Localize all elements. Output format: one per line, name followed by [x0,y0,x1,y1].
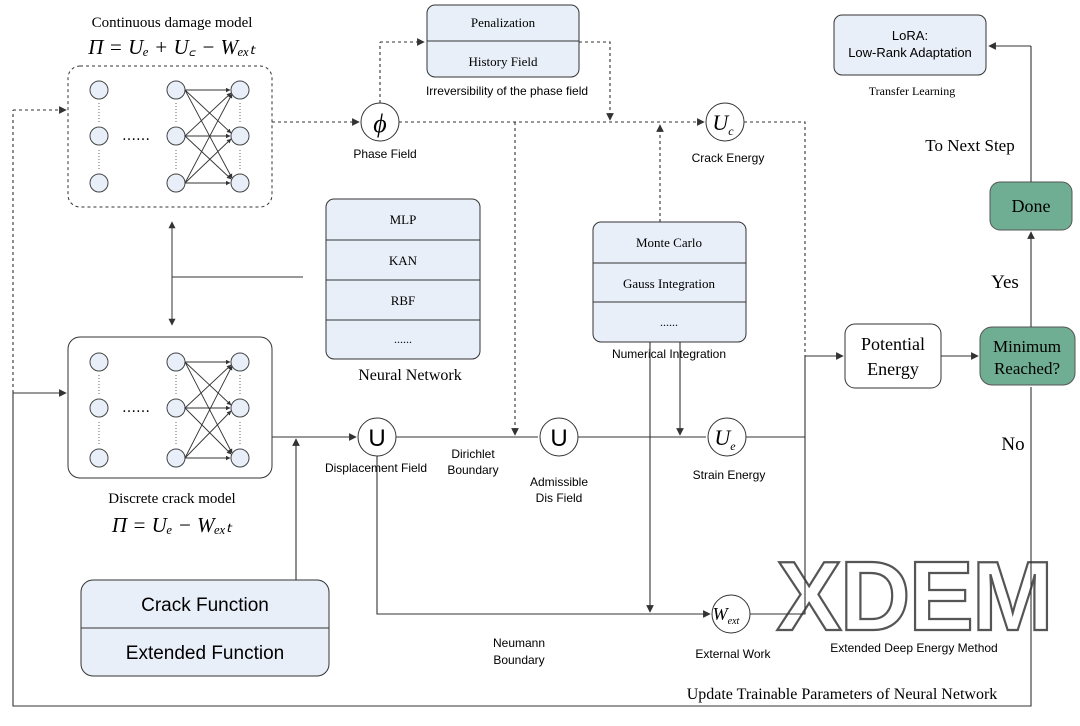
external-work-symbol: Wext [713,604,740,627]
neural-network-caption: Neural Network [358,367,462,384]
lora-box: LoRA: Low-Rank Adaptation [833,14,987,76]
admissible-symbol: U [550,425,567,452]
numerical-integration-caption: Numerical Integration [612,347,726,361]
penalization-label: Penalization [471,15,536,30]
solid-connectors [12,42,1035,707]
decision-line2: Reached? [994,359,1060,378]
discrete-model-formula: Π = Uₑ − Wₑₓₜ [111,513,233,537]
irreversibility-caption: Irreversibility of the phase field [426,84,588,98]
continuous-model-formula: Π = Uₑ + U꜀ − Wₑₓₜ [87,35,256,59]
discrete-dots: …… [122,400,150,416]
numerical-integration-box: Monte Carlo Gauss Integration ...... [592,221,747,343]
xdem-logo: XDEM [776,541,1051,651]
nn-item-mlp: MLP [390,212,417,227]
minimum-reached-decision: Minimum Reached? [979,326,1076,386]
nn-item-more: ...... [394,332,412,346]
discrete-vertical-dots [98,375,241,444]
discrete-model-box [67,336,273,479]
potential-energy-line1: Potential [861,334,925,354]
discrete-model-title: Discrete crack model [108,491,235,507]
yes-label: Yes [991,272,1019,293]
transfer-learning-caption: Transfer Learning [869,84,956,98]
continuous-network [89,80,250,193]
crack-function-label: Crack Function [141,595,269,616]
continuous-vertical-dots [98,103,241,169]
continuous-connections [184,87,233,186]
strain-energy-node: Ue [707,417,747,457]
numerical-more: ...... [660,315,678,329]
xdem-caption: Extended Deep Energy Method [830,641,997,655]
discrete-connections [184,359,233,461]
displacement-label: Displacement Field [325,461,427,475]
strain-energy-symbol: Ue [714,425,736,453]
external-work-label: External Work [695,647,771,661]
continuous-model-box [67,65,273,208]
neural-network-box: MLP KAN RBF ...... [325,198,481,360]
admissible-node: U [539,417,579,457]
decision-line1: Minimum [993,337,1061,356]
to-next-step-label: To Next Step [925,136,1014,155]
crack-function-box: Crack Function Extended Function [80,579,330,677]
phase-field-symbol: ϕ [373,109,386,138]
strain-energy-label: Strain Energy [693,468,766,482]
monte-carlo-label: Monte Carlo [636,235,702,250]
irreversibility-box: Penalization History Field [426,4,580,78]
nn-item-rbf: RBF [391,293,416,308]
dirichlet-label-2: Boundary [447,463,498,477]
update-parameters-label: Update Trainable Parameters of Neural Ne… [687,686,998,703]
admissible-label-1: Admissible [530,475,588,489]
crack-energy-symbol: Uc [712,110,734,138]
neumann-label-1: Neumann [493,636,545,650]
gauss-integration-label: Gauss Integration [623,276,716,291]
continuous-dots: …… [122,128,150,144]
potential-energy-box: Potential Energy [844,323,942,389]
phase-field-node: ϕ [360,102,400,142]
potential-energy-line2: Energy [867,359,919,379]
history-field-label: History Field [469,54,538,69]
external-work-node: Wext [711,594,751,634]
displacement-node: U [357,417,397,457]
nn-item-kan: KAN [389,253,418,268]
no-label: No [1001,434,1024,455]
done-box: Done [989,181,1073,231]
extended-function-label: Extended Function [126,643,284,664]
crack-energy-node: Uc [705,102,745,142]
neumann-label-2: Boundary [493,653,544,667]
admissible-label-2: Dis Field [536,491,583,505]
discrete-network [89,352,250,468]
lora-line2: Low-Rank Adaptation [848,45,972,60]
crack-energy-label: Crack Energy [692,151,765,165]
displacement-symbol: U [368,425,385,452]
phase-field-label: Phase Field [353,147,416,161]
done-label: Done [1012,196,1051,216]
dirichlet-label-1: Dirichlet [451,447,495,461]
dashed-connectors [12,38,806,436]
lora-line1: LoRA: [892,28,928,43]
continuous-model-title: Continuous damage model [92,15,253,31]
